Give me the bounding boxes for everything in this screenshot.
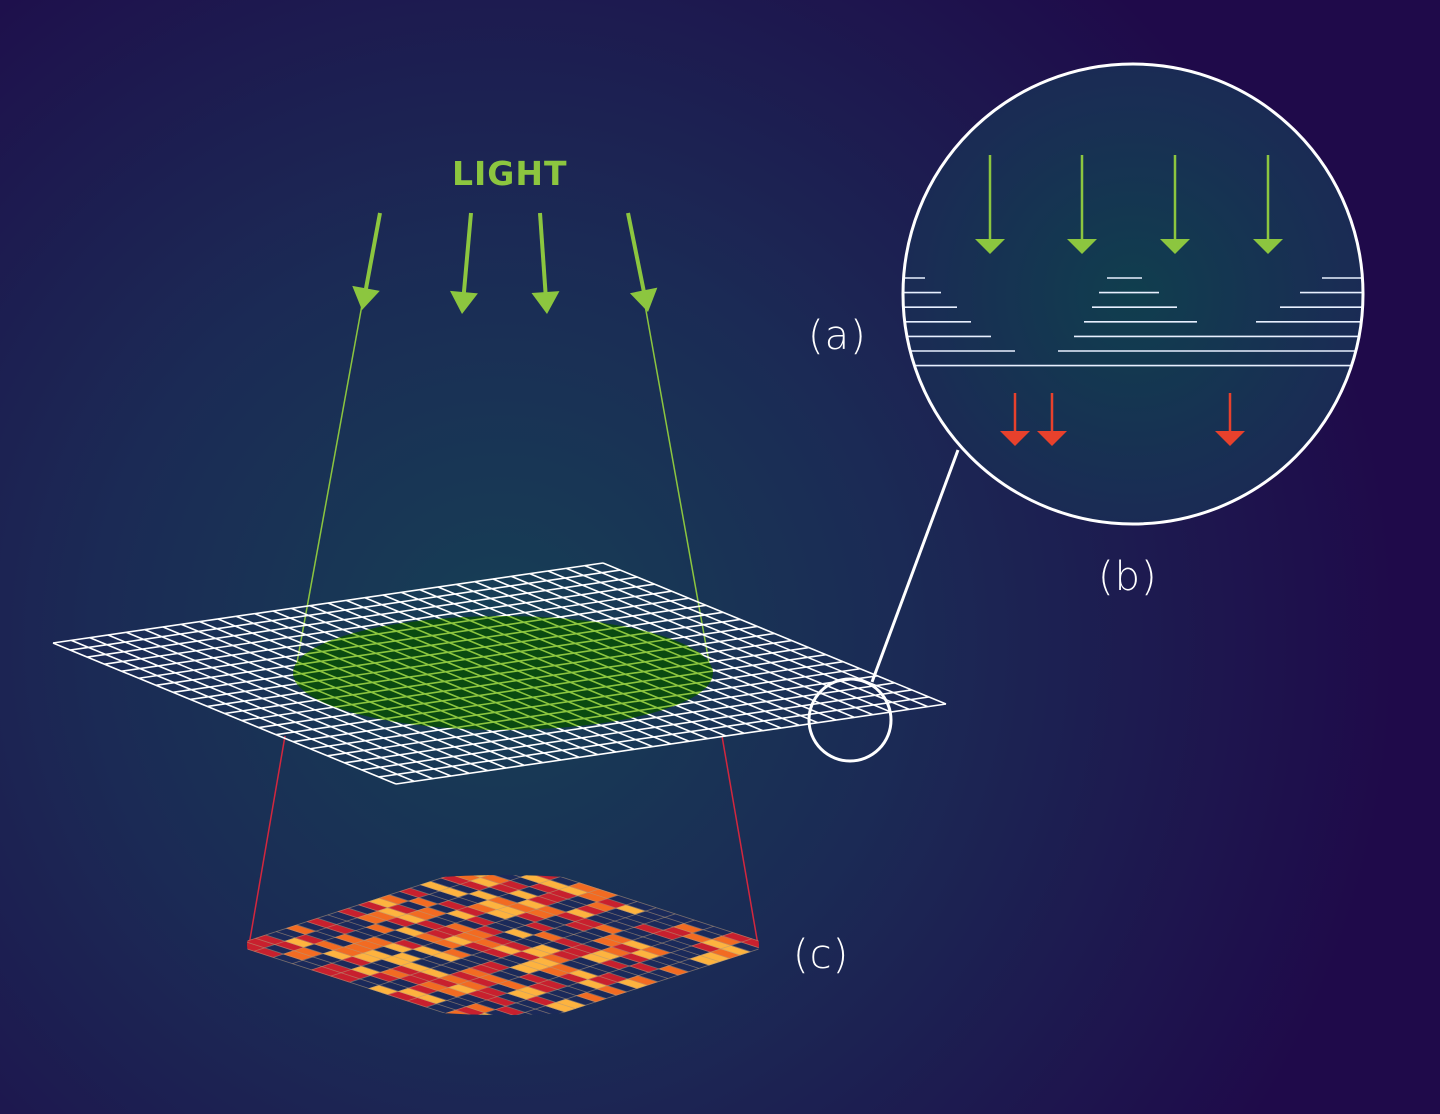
label-b: (b) — [1098, 554, 1158, 600]
magnifier-connector — [807, 449, 960, 763]
emitted-arrow-icon — [1215, 393, 1245, 446]
light-label: LIGHT — [452, 154, 568, 193]
light-arrow-icon — [450, 212, 478, 314]
inset-light-arrow-icon — [975, 155, 1005, 254]
projection-lines — [248, 735, 759, 946]
emitted-arrow-icon — [1037, 393, 1067, 446]
light-arrow-icon — [531, 212, 560, 314]
inset-light-arrow-icon — [1067, 155, 1097, 254]
light-cone-lines — [295, 304, 711, 669]
incident-light-arrows — [352, 212, 658, 314]
sensor-surface-grid — [52, 562, 947, 785]
light-arrow-icon — [626, 212, 658, 312]
inset-light-arrow-icon — [1253, 155, 1283, 254]
inset-light-arrow-icon — [1160, 155, 1190, 254]
output-heatmap — [247, 875, 759, 1015]
label-a: (a) — [808, 313, 867, 359]
light-arrow-icon — [352, 212, 382, 310]
emitted-arrow-icon — [1000, 393, 1030, 446]
label-c: (c) — [793, 932, 850, 978]
inset-zoom-view — [901, 62, 1365, 526]
